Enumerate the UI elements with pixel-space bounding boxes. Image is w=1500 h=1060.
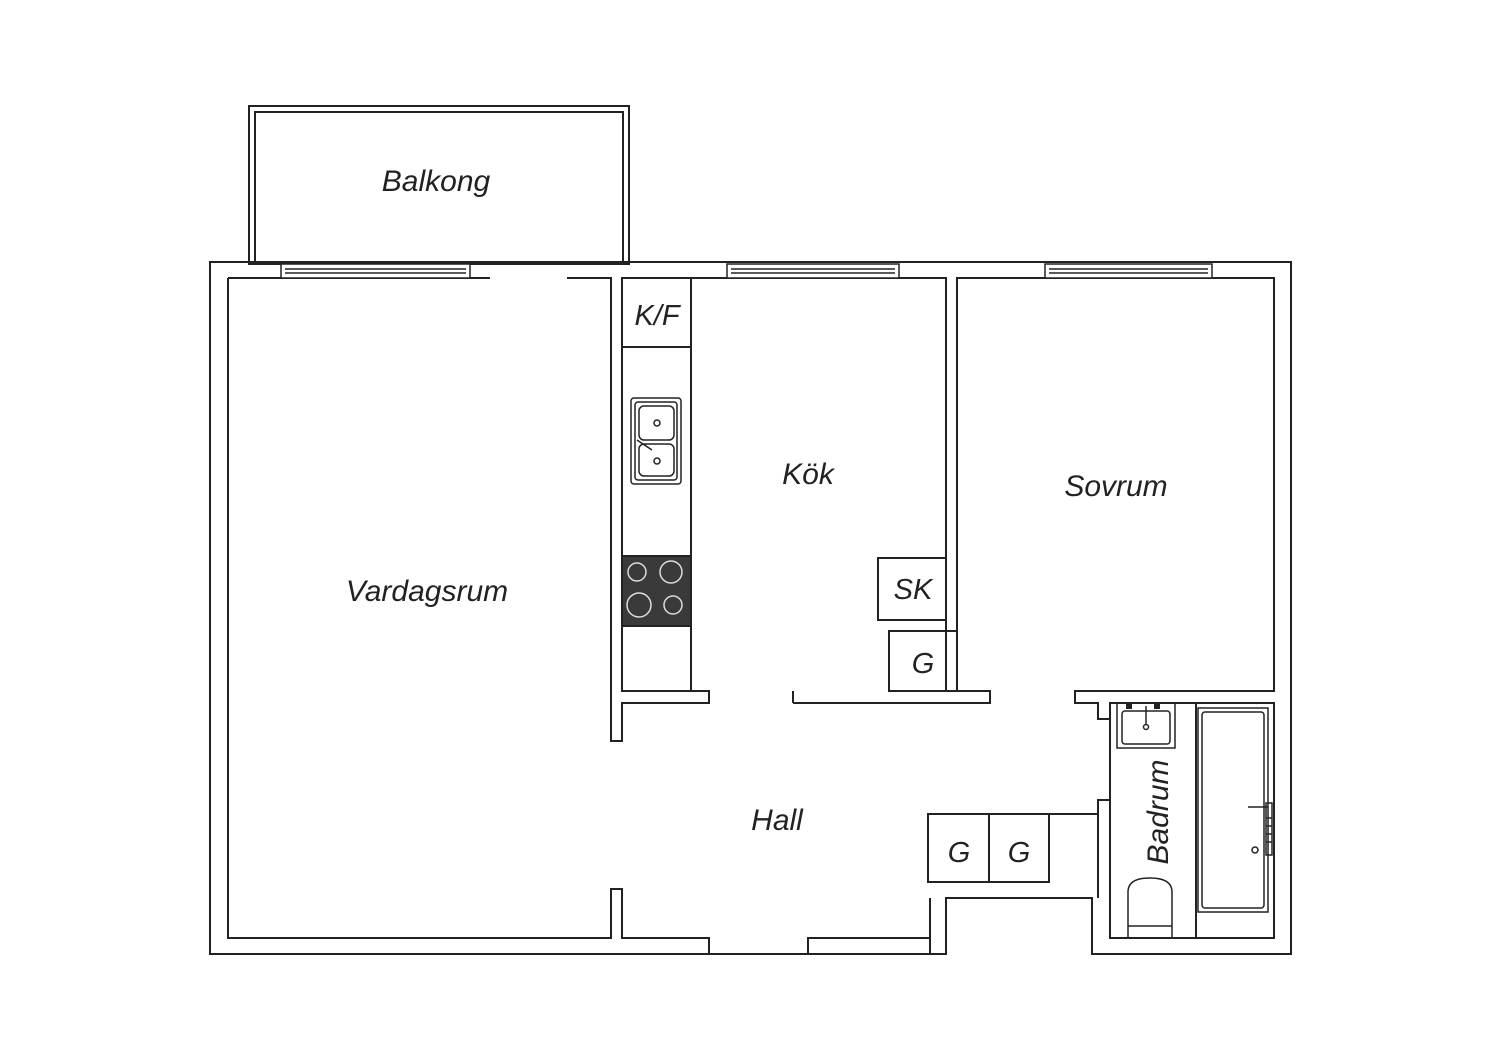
fixture-label-kf: K/F	[634, 300, 681, 332]
fixture-label-g2: G	[948, 837, 971, 869]
kitchen-sink-icon	[630, 397, 682, 485]
stove-icon	[621, 555, 692, 627]
bathtub-icon	[1197, 707, 1273, 913]
room-label-vardagsrum: Vardagsrum	[346, 575, 508, 608]
window-living	[280, 263, 471, 279]
toilet-icon	[1127, 877, 1173, 938]
wardrobe-g1	[888, 630, 958, 692]
wardrobe-g2-g3	[927, 813, 1050, 883]
fixture-label-g3: G	[1008, 837, 1031, 869]
room-label-hall: Hall	[751, 804, 804, 837]
room-label-badrum: Badrum	[1142, 759, 1175, 864]
window-bedroom	[1044, 263, 1213, 279]
room-label-kok: Kök	[782, 458, 836, 491]
inner-walls	[227, 277, 1275, 954]
kitchen-counter	[621, 277, 692, 692]
fixture-label-sk: SK	[894, 574, 934, 606]
outer-walls	[209, 261, 1292, 955]
sk-cabinet	[877, 557, 947, 621]
room-label-sovrum: Sovrum	[1064, 470, 1167, 503]
fixture-label-g1: G	[912, 648, 935, 680]
windows	[280, 263, 1213, 279]
window-kitchen	[726, 263, 900, 279]
room-label-balkong: Balkong	[382, 165, 491, 198]
bathroom-sink-icon	[1116, 702, 1176, 749]
